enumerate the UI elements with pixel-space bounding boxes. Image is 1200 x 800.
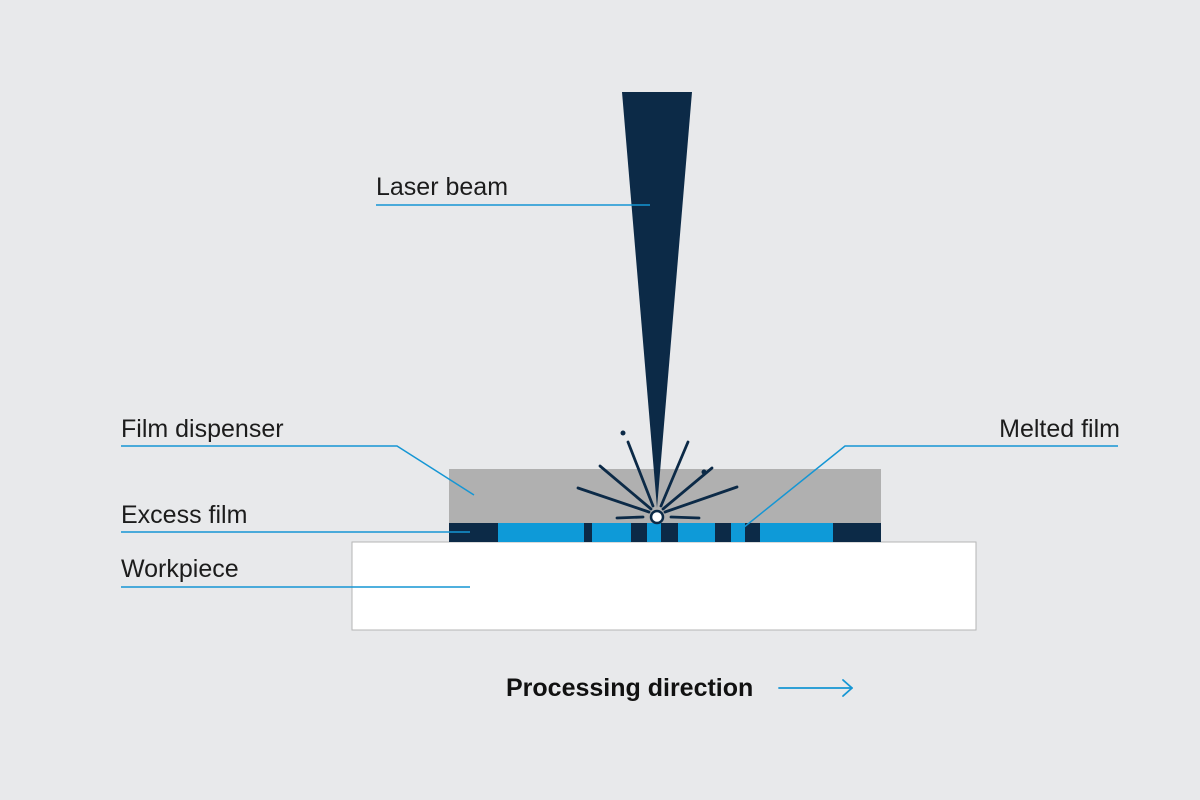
spark-particle: [701, 469, 707, 475]
melted-film-segment: [678, 523, 715, 542]
film-dispenser-label: Film dispenser: [121, 415, 284, 443]
laser-beam-label: Laser beam: [376, 173, 508, 201]
film-dispenser-leader: [121, 445, 475, 496]
melted-film-label: Melted film: [999, 415, 1120, 443]
leader-lines: [121, 204, 1118, 588]
excess-film-label: Excess film: [121, 501, 247, 529]
spark-ray: [615, 515, 645, 520]
focal-point: [649, 509, 665, 525]
melted-film-segment: [731, 523, 745, 542]
laser-beam: [622, 92, 692, 508]
spark-particle: [620, 430, 626, 436]
film-strip: [449, 523, 881, 542]
melted-film-segment: [592, 523, 631, 542]
spark-ray: [663, 485, 739, 514]
spark-ray: [661, 466, 714, 511]
spark-ray: [576, 486, 651, 514]
workpiece-block: [351, 541, 977, 631]
spark-ray: [598, 464, 653, 511]
melted-film-segment: [760, 523, 833, 542]
melted-film-leader: [737, 445, 1118, 533]
spark-ray: [669, 515, 701, 520]
processing-direction-label: Processing direction: [506, 674, 753, 702]
spark-ray: [659, 440, 690, 508]
melted-film-segment: [498, 523, 584, 542]
spark-rays: [576, 440, 739, 520]
workpiece-label: Workpiece: [121, 555, 239, 583]
spark-ray: [626, 440, 655, 508]
melted-film-segment: [647, 523, 661, 542]
arrow-right-icon: [778, 679, 853, 697]
